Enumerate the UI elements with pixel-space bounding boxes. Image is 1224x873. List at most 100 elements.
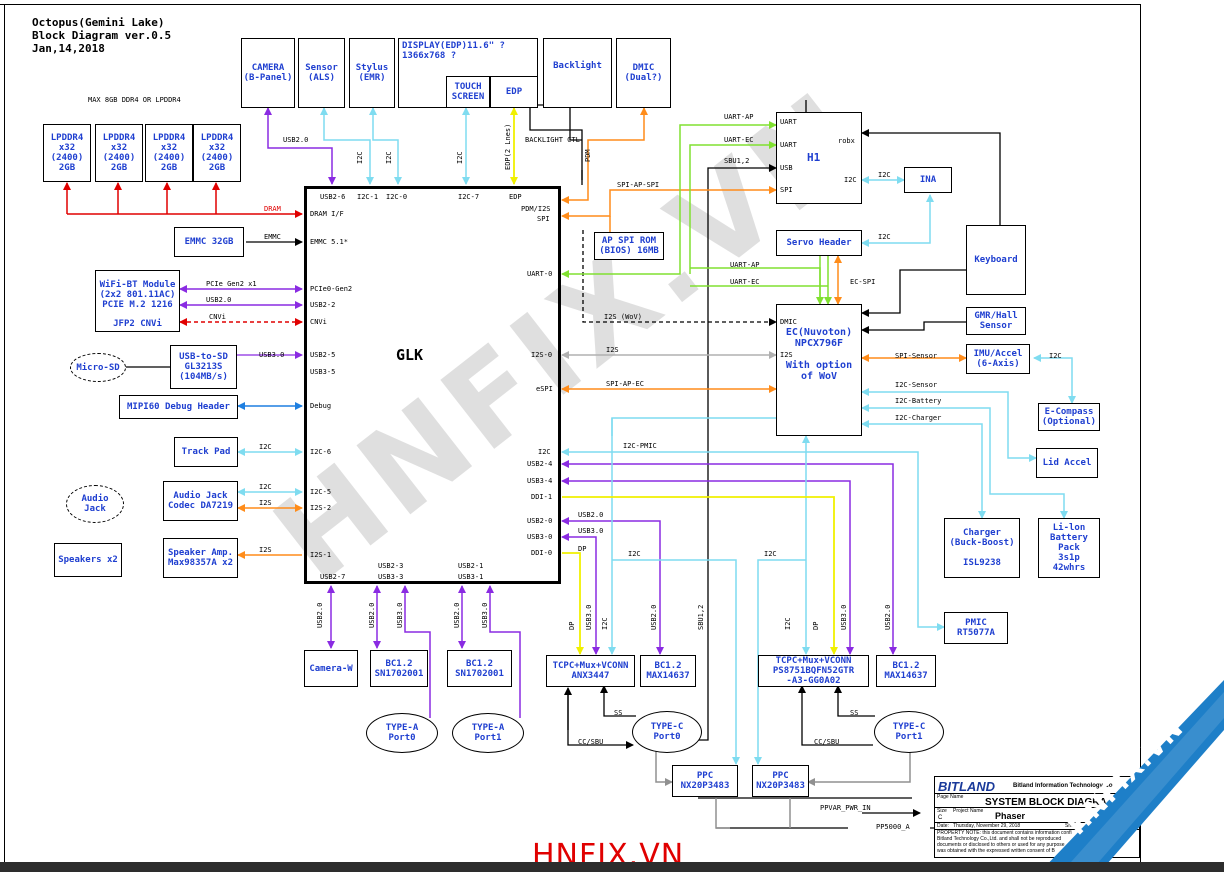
- header-line2: Block Diagram ver.0.5: [32, 29, 172, 42]
- wifi-bt-module: WiFi-BT Module (2x2 801.11AC) PCIE M.2 1…: [95, 270, 180, 332]
- label-i2s-audio: I2S: [259, 499, 272, 507]
- vlabel-i2c-touch: I2C: [456, 151, 464, 164]
- header-line3: Jan,14,2018: [32, 42, 105, 55]
- label-spi-ap-spi: SPI-AP-SPI: [617, 181, 660, 189]
- label-uart-ec-top: UART-EC: [724, 136, 754, 144]
- label-i2c-servo: I2C: [878, 233, 891, 241]
- pin-usb3-4: USB3-4: [527, 477, 553, 485]
- vlabel-pdm: PDM: [584, 149, 592, 162]
- sheet-date: Date: Thursday, November 29, 2018: [937, 823, 1021, 829]
- ina-sensor: INA: [904, 167, 952, 193]
- label-ec-spi: EC-SPI: [850, 278, 876, 286]
- ec-pin-dmic: DMIC: [780, 318, 797, 326]
- label-i2c-compass: I2C: [1049, 352, 1062, 360]
- label-usb2-port0: USB2.0: [578, 511, 604, 519]
- label-i2c-ina: I2C: [878, 171, 891, 179]
- label-uart-ap-top: UART-AP: [724, 113, 754, 121]
- vlabel-usb2-port0: USB2.0: [650, 604, 658, 630]
- lpddr4-chip-1: LPDDR4 x32 (2400) 2GB: [43, 124, 91, 182]
- pin-i2c-5: I2C-5: [310, 488, 332, 496]
- backlight: Backlight: [543, 38, 612, 108]
- pin-usb2-5: USB2-5: [310, 351, 336, 359]
- pin-cnvi: CNVi: [310, 318, 327, 326]
- label-dram: DRAM: [264, 205, 281, 213]
- ppc-port1: PPC NX20P3483: [752, 765, 809, 797]
- vlabel-usb2-type-a1: USB2.0: [453, 602, 461, 628]
- pin-usb3-5: USB3-5: [310, 368, 336, 376]
- h1-pin-robx: robx: [838, 137, 855, 145]
- type-a-port1: TYPE-A Port1: [452, 713, 524, 753]
- vlabel-i2c-port1: I2C: [784, 617, 792, 630]
- sheet-label: Sheet: [1065, 823, 1079, 829]
- vlabel-i2c-als: I2C: [356, 151, 364, 164]
- wifi-bt-label: WiFi-BT Module (2x2 801.11AC) PCIE M.2 1…: [99, 280, 176, 310]
- pin-usb3-1: USB3-1: [458, 573, 484, 581]
- i2c-lines: [237, 107, 1076, 765]
- dram-bus: [63, 182, 303, 326]
- h1-pin-i2c: I2C: [844, 176, 857, 184]
- label-emmc: EMMC: [264, 233, 281, 241]
- vlabel-edp-lanes: EDP(2 Lnes): [504, 123, 512, 170]
- uart-lines: [561, 121, 832, 305]
- label-i2c-audio: I2C: [259, 483, 272, 491]
- header-line1: Octopus(Gemini Lake): [32, 16, 165, 29]
- imu-accelerometer: IMU/Accel (6-Axis): [966, 344, 1030, 374]
- size-value: C: [938, 815, 943, 821]
- pin-espi: eSPI: [536, 385, 553, 393]
- label-sbu12: SBU1,2: [724, 157, 750, 165]
- dmic: DMIC (Dual?): [616, 38, 671, 108]
- pin-usb2-7: USB2-7: [320, 573, 346, 581]
- lpddr4-chip-4: LPDDR4 x32 (2400) 2GB: [193, 124, 241, 182]
- label-ss-port0: SS: [614, 709, 623, 717]
- label-i2c-pmic: I2C-PMIC: [623, 442, 657, 450]
- frame-right: [1140, 4, 1141, 862]
- pin-uart-0: UART-0: [527, 270, 553, 278]
- vlabel-sbu12: SBU1,2: [697, 604, 705, 630]
- project-name-label: Project Name: [953, 808, 984, 814]
- title-block-divider-2: [935, 807, 1139, 808]
- label-uart-ec-mid: UART-EC: [730, 278, 760, 286]
- bottom-bar: [0, 862, 1224, 872]
- jfp2-cnvi-label: JFP2 CNVi: [113, 319, 162, 329]
- label-i2s-mid: I2S: [606, 346, 619, 354]
- track-pad: Track Pad: [174, 437, 238, 467]
- label-ss-port1: SS: [850, 709, 859, 717]
- memory-note: MAX 8GB DDR4 OR LPDDR4: [88, 96, 181, 104]
- pin-i2s-0: I2S-0: [531, 351, 553, 359]
- ap-spi-rom: AP SPI ROM (BIOS) 16MB: [594, 232, 664, 260]
- pin-i2s-2: I2S-2: [310, 504, 332, 512]
- label-i2s-wov: I2S (WoV): [604, 313, 642, 321]
- label-spi-sensor: SPI-Sensor: [895, 352, 938, 360]
- vlabel-dp-port0: DP: [568, 621, 576, 630]
- label-i2c-charger: I2C-Charger: [895, 414, 942, 422]
- pin-i2c-7: I2C-7: [458, 193, 480, 201]
- ec-label: EC(Nuvoton) NPCX796F With option of WoV: [785, 327, 853, 382]
- pin-i2s-1: I2S-1: [310, 551, 332, 559]
- pin-usb3-3: USB3-3: [378, 573, 404, 581]
- label-i2c-port0: I2C: [628, 550, 641, 558]
- stylus-emr: Stylus (EMR): [349, 38, 395, 108]
- tcpc-port1: TCPC+Mux+VCONN PS8751BQFN52GTR -A3-GG0A0…: [758, 655, 869, 687]
- pin-debug: Debug: [310, 402, 332, 410]
- label-cc-sbu-port1: CC/SBU: [814, 738, 840, 746]
- vlabel-usb2-camera-w: USB2.0: [316, 602, 324, 628]
- property-note: PROPERTY NOTE: this document contains in…: [937, 830, 1072, 854]
- edp-connector: EDP: [490, 76, 538, 108]
- lid-accel: Lid Accel: [1036, 448, 1098, 478]
- label-i2c-sensor: I2C-Sensor: [895, 381, 938, 389]
- pin-ddi-1: DDI-1: [531, 493, 553, 501]
- speakers: Speakers x2: [54, 543, 122, 577]
- vlabel-i2c-emr: I2C: [385, 151, 393, 164]
- charger-buck-boost: Charger (Buck-Boost) ISL9238: [944, 518, 1020, 578]
- vlabel-usb3-type-a0: USB3.0: [396, 602, 404, 628]
- mipi60-debug-header: MIPI60 Debug Header: [119, 395, 238, 419]
- pin-pcie: PCIe0-Gen2: [310, 285, 353, 293]
- vlabel-dp-port1: DP: [812, 621, 820, 630]
- micro-sd-slot: Micro-SD: [70, 353, 126, 382]
- frame-top: [0, 4, 1140, 5]
- vlabel-usb3-port0: USB3.0: [585, 604, 593, 630]
- camera-b-panel: CAMERA (B-Panel): [241, 38, 295, 108]
- audio-jack-codec: Audio Jack Codec DA7219: [163, 481, 238, 521]
